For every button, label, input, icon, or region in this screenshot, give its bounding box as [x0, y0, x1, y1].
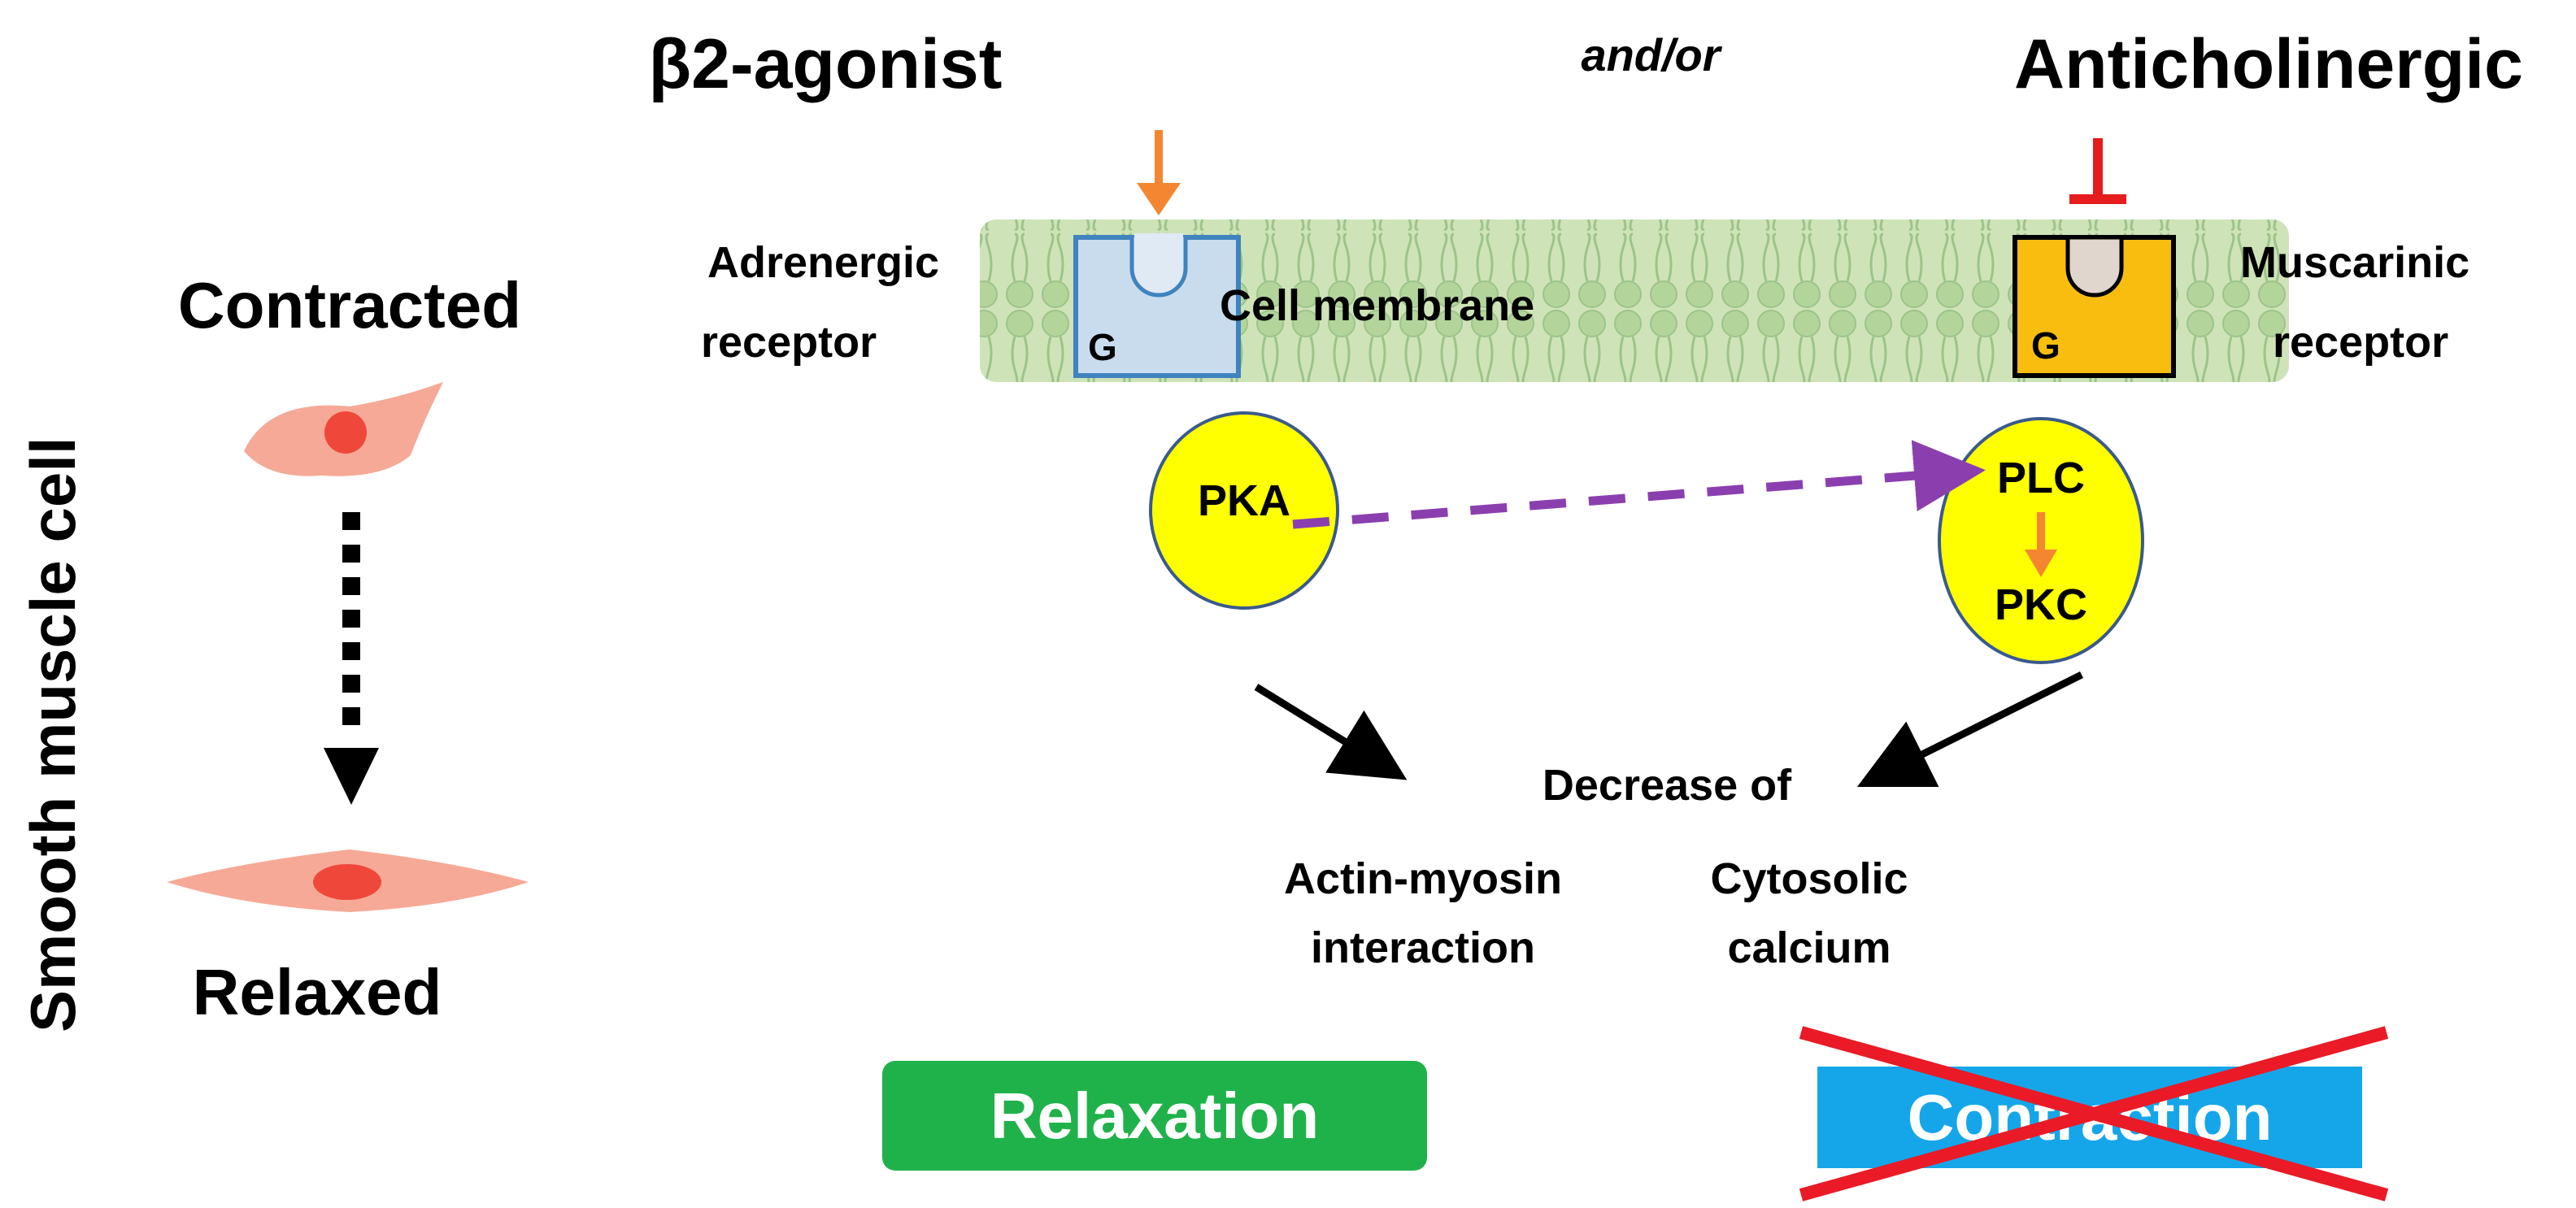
muscarinic-receptor-label-line1: Muscarinic [2240, 238, 2470, 287]
pka-label: PKA [1197, 476, 1290, 525]
pka-to-plc-dashed-arrow [1292, 440, 1986, 529]
contracted-label: Contracted [177, 269, 522, 341]
transition-arrowhead [324, 748, 379, 805]
contracted-cell [244, 382, 443, 476]
cell-membrane-label: Cell membrane [1220, 281, 1535, 330]
cell-membrane-band [980, 219, 2289, 382]
contraction-label: Contraction [1907, 1080, 2273, 1154]
adrenergic-receptor-label-line1: Adrenergic [707, 238, 940, 287]
cytosolic-calcium-label-line2: calcium [1727, 923, 1891, 972]
muscarinic-receptor-label-line2: receptor [2273, 318, 2449, 367]
and-or-label: and/or [1581, 29, 1721, 80]
adrenergic-receptor-label-line2: receptor [701, 318, 877, 367]
actin-myosin-label-line2: interaction [1310, 923, 1536, 972]
adrenergic-g-protein-label: G [1088, 326, 1117, 368]
muscarinic-g-protein-label: G [2031, 324, 2060, 367]
relaxed-label: Relaxed [192, 956, 442, 1028]
pka-circle [1149, 411, 1339, 610]
beta2-agonist-label: β2-agonist [648, 25, 1003, 103]
pkc-effect-arrow [1856, 671, 2084, 788]
anticholinergic-label: Anticholinergic [2014, 25, 2523, 103]
relaxed-cell [167, 850, 529, 912]
contraction-box: Contraction [1817, 1067, 2362, 1168]
relaxed-cell-nucleus [313, 864, 381, 900]
pka-effect-arrow [1254, 684, 1408, 780]
adrenergic-receptor [1073, 233, 1241, 378]
actin-myosin-label-line1: Actin-myosin [1283, 854, 1563, 903]
relaxation-label: Relaxation [990, 1079, 1320, 1152]
pkc-label: PKC [1994, 580, 2087, 629]
cytosolic-calcium-label-line1: Cytosolic [1710, 854, 1908, 903]
relaxation-box: Relaxation [882, 1061, 1427, 1171]
plc-label: PLC [1997, 454, 2085, 502]
agonist-arrow-head [1137, 183, 1181, 215]
decrease-of-label: Decrease of [1542, 761, 1792, 810]
contracted-cell-nucleus [324, 411, 367, 454]
muscarinic-receptor [2012, 235, 2176, 378]
plc-to-pkc-arrow-head [2025, 550, 2057, 577]
